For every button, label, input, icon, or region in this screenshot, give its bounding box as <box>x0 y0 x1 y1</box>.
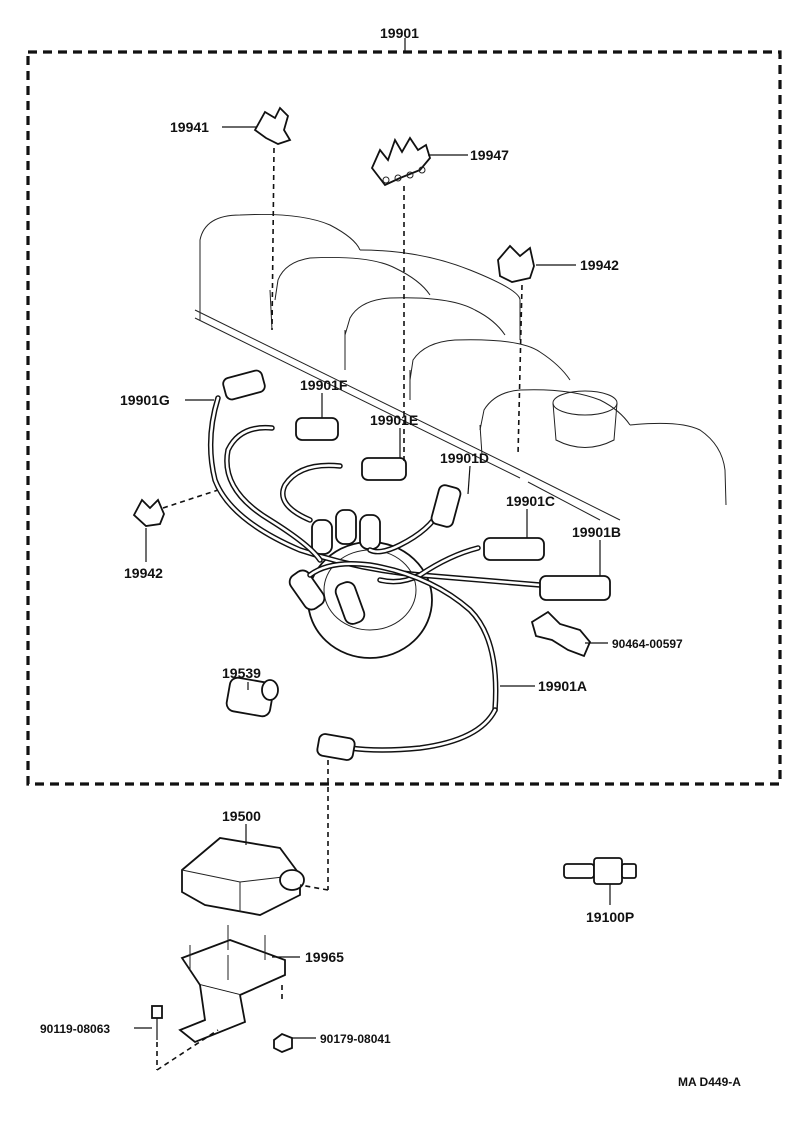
resistor-19539-icon <box>225 676 279 718</box>
label-19942-left: 19942 <box>124 565 163 581</box>
label-90119-08063: 90119-08063 <box>40 1022 110 1036</box>
engine-head-outline <box>194 213 727 521</box>
ignition-coil-19500-icon <box>181 837 305 916</box>
nut-90179-icon <box>273 1032 293 1053</box>
label-19539: 19539 <box>222 665 261 681</box>
label-19100P: 19100P <box>586 909 634 925</box>
temp-sensor-19100P-icon <box>563 857 637 885</box>
bolt-90119-icon <box>151 1005 163 1040</box>
leader-lines <box>134 126 611 1039</box>
label-19901B: 19901B <box>572 524 621 540</box>
label-19942-top: 19942 <box>580 257 619 273</box>
label-19901E: 19901E <box>370 412 418 428</box>
wire-clamp-19942-left-icon <box>132 498 165 527</box>
coil-bracket-19965-icon <box>178 925 286 1044</box>
plug-boots <box>222 369 611 761</box>
label-19941: 19941 <box>170 119 209 135</box>
assembly-dashed-lines <box>156 147 523 1071</box>
label-19965: 19965 <box>305 949 344 965</box>
distributor-cap <box>288 509 433 659</box>
label-19901G: 19901G <box>120 392 170 408</box>
wire-clamp-19941-icon <box>253 106 292 145</box>
label-19901F: 19901F <box>300 377 348 393</box>
label-19947: 19947 <box>470 147 509 163</box>
wire-clamp-19947-icon <box>370 136 432 187</box>
wire-clamp-19942-top-icon <box>497 244 535 283</box>
bracket-clip-90464-icon <box>530 610 592 658</box>
label-19901A: 19901A <box>538 678 587 694</box>
assembly-frame <box>26 50 782 786</box>
label-19500: 19500 <box>222 808 261 824</box>
label-90179-08041: 90179-08041 <box>320 1032 391 1046</box>
drawing-code: MA D449-A <box>678 1075 741 1089</box>
label-90464-00597: 90464-00597 <box>612 637 683 651</box>
assembly-label: 19901 <box>380 25 419 41</box>
ignition-wires <box>207 395 543 753</box>
label-19901D: 19901D <box>440 450 489 466</box>
label-19901C: 19901C <box>506 493 555 509</box>
